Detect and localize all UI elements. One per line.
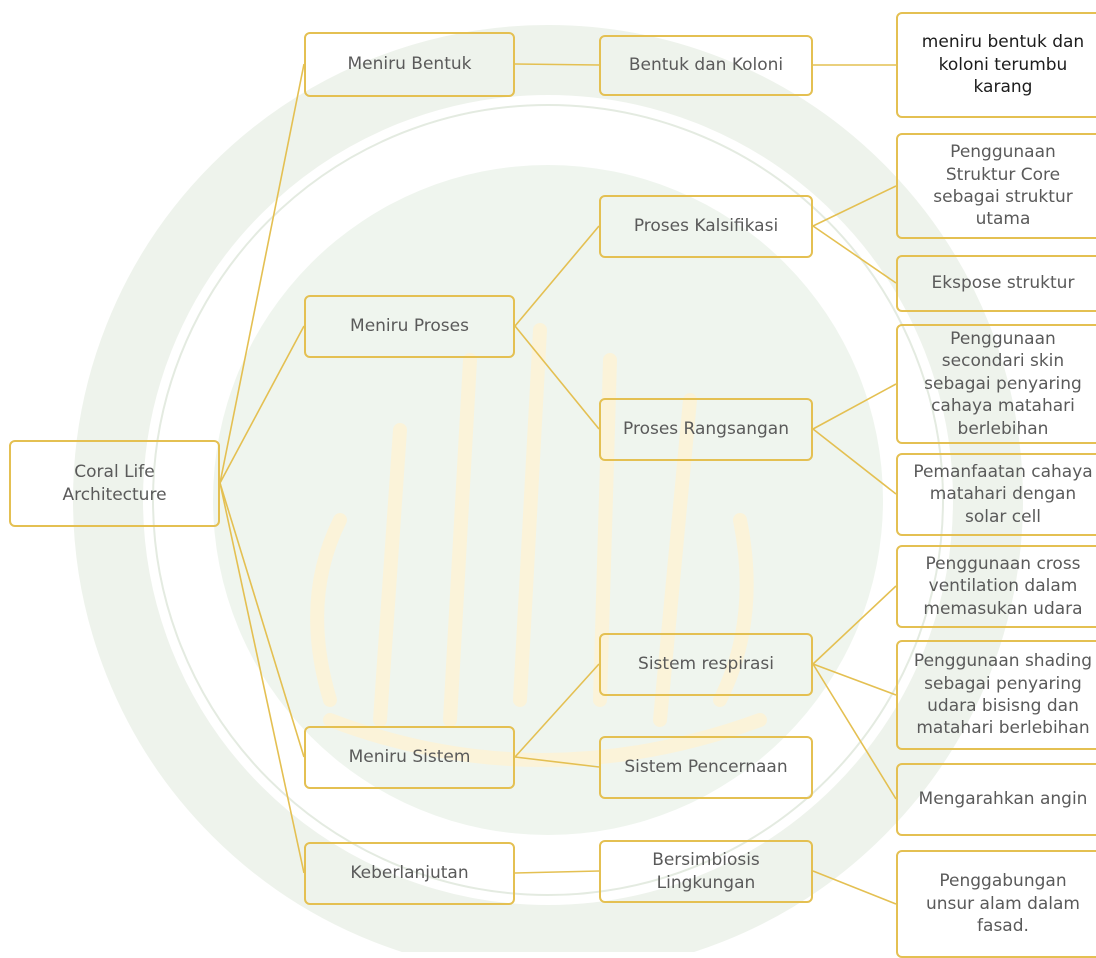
link-root-sistem (219, 482, 305, 758)
link-root-lanjut (219, 482, 305, 874)
node-sistem-respirasi: Sistem respirasi (599, 633, 813, 696)
node-proses-kalsifikasi: Proses Kalsifikasi (599, 195, 813, 258)
node-meniru-sistem: Meniru Sistem (304, 726, 515, 789)
link-resp-l7 (812, 663, 897, 696)
link-root-bentuk (219, 63, 305, 484)
link-proses-kalsi (514, 225, 600, 327)
link-sistem-resp (514, 663, 600, 758)
node-solar-cell: Pemanfaatan cahaya matahari dengan solar… (896, 453, 1096, 536)
link-resp-l8 (812, 663, 897, 800)
node-struktur-core: Penggunaan Struktur Core sebagai struktu… (896, 133, 1096, 239)
link-lanjut-simbio (514, 870, 600, 874)
link-kalsi-l3 (812, 225, 897, 284)
node-shading: Penggunaan shading sebagai penyaring uda… (896, 640, 1096, 750)
node-meniru-proses: Meniru Proses (304, 295, 515, 358)
node-bentuk-dan-koloni: Bentuk dan Koloni (599, 35, 813, 96)
node-keberlanjutan: Keberlanjutan (304, 842, 515, 905)
link-resp-l6 (812, 585, 897, 665)
link-root-proses (219, 325, 305, 484)
node-secondari-skin: Penggunaan secondari skin sebagai penyar… (896, 324, 1096, 444)
link-proses-rangs (514, 325, 600, 430)
node-koloni-terumbu-karang: meniru bentuk dan koloni terumbu karang (896, 12, 1096, 118)
link-rangs-l5 (812, 428, 897, 495)
node-bersimbiosis-lingkungan: Bersimbiosis Lingkungan (599, 840, 813, 903)
node-ekspose-struktur: Ekspose struktur (896, 255, 1096, 312)
node-mengarahkan-angin: Mengarahkan angin (896, 763, 1096, 836)
link-kalsi-l2 (812, 185, 897, 227)
node-meniru-bentuk: Meniru Bentuk (304, 32, 515, 97)
link-sistem-cerna (514, 756, 600, 768)
node-unsur-alam-fasad: Penggabungan unsur alam dalam fasad. (896, 850, 1096, 958)
node-cross-ventilation: Penggunaan cross ventilation dalam memas… (896, 545, 1096, 628)
link-rangs-l4 (812, 383, 897, 430)
node-sistem-pencernaan: Sistem Pencernaan (599, 736, 813, 799)
link-bentuk-koloni (514, 63, 600, 66)
node-coral-life-architecture: Coral Life Architecture (9, 440, 220, 527)
node-proses-rangsangan: Proses Rangsangan (599, 398, 813, 461)
link-simbio-l9 (812, 870, 897, 905)
